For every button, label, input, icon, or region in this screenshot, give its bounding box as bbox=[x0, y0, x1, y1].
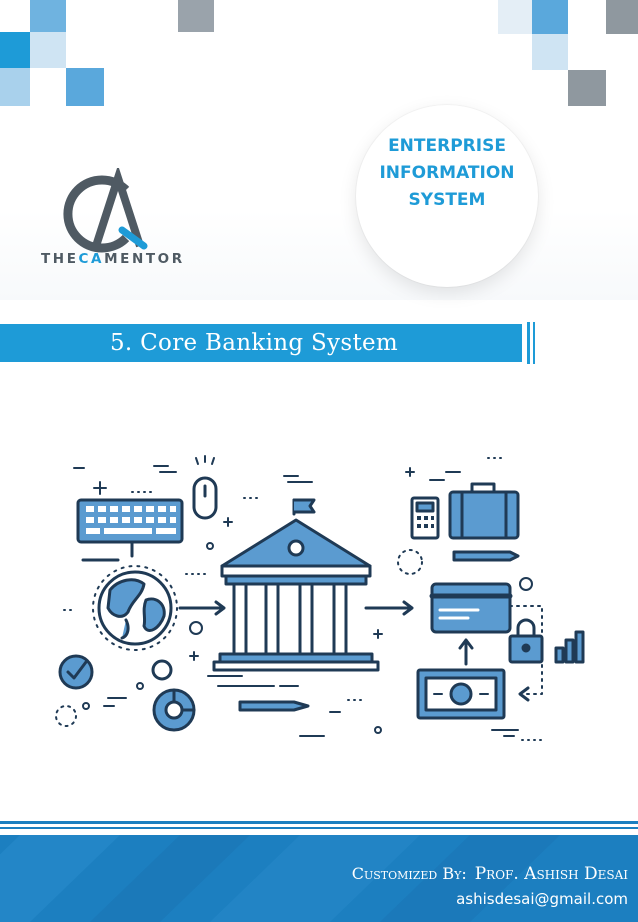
decor-square bbox=[0, 68, 30, 106]
chapter-title: 5. Core Banking System bbox=[110, 330, 399, 356]
pen-icon bbox=[238, 700, 310, 712]
padlock-icon bbox=[508, 618, 544, 664]
briefcase-icon bbox=[448, 482, 520, 540]
core-banking-illustration bbox=[55, 455, 585, 741]
chapter-title-bar: 5. Core Banking System bbox=[0, 324, 522, 362]
credit-name: Prof. Ashish Desai bbox=[474, 864, 628, 884]
badge-line-1: ENTERPRISE bbox=[388, 136, 506, 156]
title-rule bbox=[533, 322, 535, 364]
credit-label: Customized By: bbox=[351, 864, 467, 883]
badge-line-3: SYSTEM bbox=[408, 190, 486, 210]
decor-square bbox=[66, 68, 104, 106]
credit-card-icon bbox=[429, 582, 513, 634]
bank-building-icon bbox=[212, 498, 380, 672]
bar-chart-icon bbox=[554, 630, 585, 664]
footer-band: Customized By: Prof. Ashish Desai ashisde… bbox=[0, 835, 638, 922]
author-email[interactable]: ashisdesai@gmail.com bbox=[456, 890, 628, 908]
ca-monogram-icon bbox=[63, 168, 148, 253]
badge-line-2: INFORMATION bbox=[379, 163, 515, 183]
thecamentor-logo bbox=[63, 168, 148, 253]
arrow-icon bbox=[364, 600, 414, 616]
donut-chart-icon bbox=[152, 688, 196, 732]
title-rule bbox=[527, 322, 530, 364]
footer-rule bbox=[0, 821, 638, 829]
arrow-icon bbox=[518, 686, 530, 702]
keyboard-icon bbox=[76, 498, 184, 562]
arrow-icon bbox=[178, 600, 226, 616]
decor-square bbox=[498, 0, 532, 34]
decor-square bbox=[178, 0, 214, 32]
globe-icon bbox=[92, 565, 178, 651]
decor-square bbox=[30, 0, 66, 32]
footer-stripes bbox=[0, 835, 560, 922]
logo-wordmark: THECAMENTOR bbox=[41, 251, 185, 267]
decor-square bbox=[606, 0, 638, 34]
credit-line: Customized By: Prof. Ashish Desai bbox=[352, 864, 628, 884]
decor-square bbox=[0, 32, 30, 68]
checkmark-icon bbox=[58, 654, 94, 690]
decor-square bbox=[532, 34, 568, 70]
subject-badge: ENTERPRISE INFORMATION SYSTEM bbox=[356, 105, 538, 287]
arrow-icon bbox=[458, 638, 474, 666]
decor-square bbox=[532, 0, 568, 34]
calculator-icon bbox=[410, 496, 440, 540]
decor-square bbox=[30, 32, 66, 68]
decor-square bbox=[568, 70, 606, 106]
pencil-icon bbox=[452, 550, 520, 562]
mouse-icon bbox=[192, 455, 218, 520]
banknote-icon bbox=[416, 668, 506, 720]
